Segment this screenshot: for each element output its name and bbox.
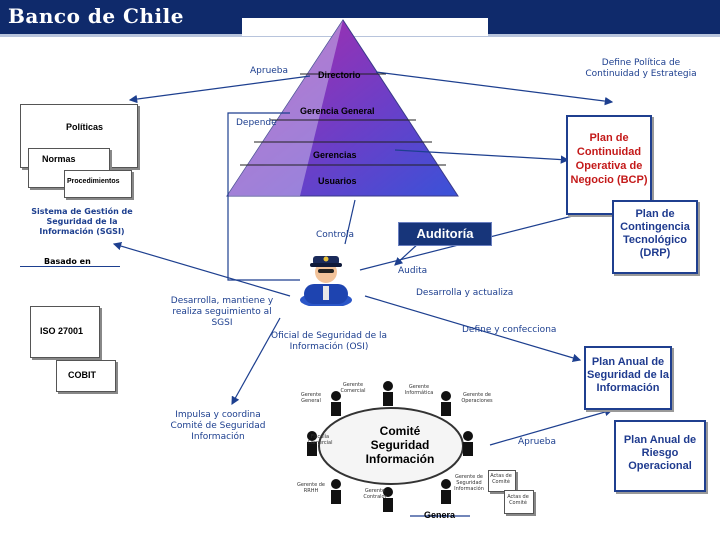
label-genera: Genera	[424, 510, 456, 520]
doc-plan-seguridad: Plan Anual de Seguridad de la Informació…	[584, 346, 672, 410]
acta-doc-1	[488, 470, 516, 492]
doc-plan-riesgo: Plan Anual de Riesgo Operacional	[614, 420, 706, 492]
doc-politicas-label: Políticas	[66, 122, 104, 132]
pyramid-level-gerencias: Gerencias	[313, 150, 357, 160]
basado-en-line	[20, 266, 120, 267]
doc-cobit-label: COBIT	[68, 370, 96, 380]
label-define-confecciona: Define y confecciona	[462, 325, 557, 335]
doc-iso-label: ISO 27001	[40, 326, 84, 336]
member-fiscalia-comercial: Fiscalía Comercial	[307, 434, 333, 446]
label-audita: Audita	[398, 266, 428, 276]
basado-en-label: Basado en	[44, 257, 91, 266]
acta-doc-1-label: Actas de Comité	[490, 473, 512, 485]
doc-procedimientos-label: Procedimientos	[67, 178, 120, 185]
doc-procedimientos	[64, 170, 132, 198]
member-gerente-comercial: Gerente Comercial	[340, 382, 366, 394]
committee-table	[307, 381, 473, 512]
member-gerente-informatica: Gerente Informática	[404, 384, 434, 396]
acta-doc-2	[504, 490, 534, 514]
member-gerente-rrhh: Gerente de RRHH	[296, 482, 326, 494]
doc-normas-label: Normas	[42, 154, 76, 164]
label-define-politica: Define Política de Continuidad y Estrate…	[585, 58, 697, 79]
security-officer-icon	[300, 256, 352, 306]
doc-drp: Plan de Contingencia Tecnológico (DRP)	[612, 200, 698, 274]
title-placeholder	[242, 18, 488, 36]
member-gerente-general: Gerente General	[300, 392, 322, 404]
acta-doc-2-label: Actas de Comité	[507, 494, 529, 506]
member-gerente-seguridad: Gerente de Seguridad Información	[454, 474, 484, 492]
doc-iso-27001	[30, 306, 100, 358]
label-desarrolla-actualiza: Desarrolla y actualiza	[416, 288, 514, 298]
bank-logo: Banco de Chile	[8, 4, 184, 28]
auditoria-box: Auditoría	[398, 222, 492, 246]
member-gerente-contralor: Gerente Contralor	[363, 488, 387, 500]
member-gerente-operaciones: Gerente de Operaciones	[461, 392, 493, 404]
label-aprueba-top: Aprueba	[250, 66, 289, 76]
pyramid-level-gerencia-general: Gerencia General	[300, 106, 375, 116]
label-desarrolla-mantiene: Desarrolla, mantiene y realiza seguimien…	[170, 296, 274, 328]
doc-cobit	[56, 360, 116, 392]
committee-title: Comité Seguridad Información	[365, 424, 435, 466]
label-controla: Controla	[316, 230, 355, 240]
label-aprueba-bottom: Aprueba	[518, 437, 557, 447]
sgsi-label: Sistema de Gestión de Seguridad de la In…	[31, 207, 133, 236]
doc-bcp: Plan de Continuidad Operativa de Negocio…	[566, 115, 652, 215]
label-impulsa: Impulsa y coordina Comité de Seguridad I…	[170, 410, 266, 442]
pyramid-level-directorio: Directorio	[318, 70, 361, 80]
label-oficial: Oficial de Seguridad de la Información (…	[271, 331, 387, 352]
label-depende: Depende	[236, 118, 277, 128]
pyramid-level-usuarios: Usuarios	[318, 176, 357, 186]
